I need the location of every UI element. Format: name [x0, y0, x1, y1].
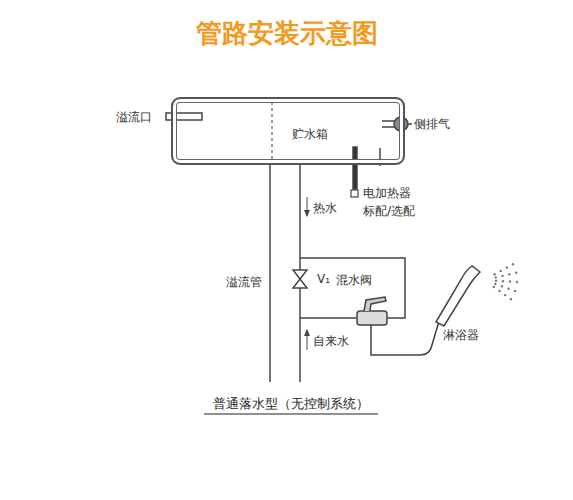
hot-branch — [300, 258, 405, 318]
water-tank: 贮水箱 — [171, 97, 405, 165]
spray-dot — [504, 294, 506, 296]
spray-dot — [506, 266, 508, 268]
spray-dot — [501, 285, 503, 287]
cold-pipe — [299, 288, 301, 382]
caption-underline — [204, 413, 378, 414]
heater-terminal — [351, 190, 358, 197]
spray-dot — [493, 273, 495, 275]
part-label: 标配/选配 — [363, 204, 415, 218]
spray-dot — [507, 287, 509, 289]
mixing-valve — [293, 270, 307, 279]
mixer-faucet — [357, 311, 387, 325]
part-label: 溢流管 — [226, 275, 262, 289]
tank-label: 贮水箱 — [289, 125, 331, 144]
spray-dot — [498, 290, 500, 292]
spray-dot — [499, 270, 501, 272]
cold-branch — [300, 317, 358, 319]
flow-label: 自来水 — [313, 334, 349, 348]
spray-dot — [502, 280, 504, 282]
spray-dot — [501, 275, 503, 277]
spray-dot — [508, 273, 510, 275]
exhaust-valve — [394, 117, 408, 131]
spray-dot — [494, 283, 496, 285]
shower-head — [436, 266, 480, 326]
spray-dot — [515, 272, 517, 274]
mixer-handle — [364, 297, 386, 311]
spray-dot — [514, 290, 516, 292]
part-label: 混水阀 — [336, 273, 372, 287]
part-label: 侧排气 — [414, 117, 450, 131]
part-label: 电加热器 — [363, 186, 411, 200]
diagram-title: 管路安装示意图 — [0, 18, 573, 49]
part-label: 淋浴器 — [443, 328, 479, 342]
spray-dot — [516, 281, 518, 283]
valve-id: V₁ — [317, 272, 330, 286]
hot-pipe — [299, 165, 301, 270]
spray-dot — [495, 276, 497, 278]
flow-arrow — [304, 329, 310, 336]
exhaust-valve — [408, 123, 412, 125]
shower-hose — [371, 318, 440, 355]
diagram-caption: 普通落水型（无控制系统） — [196, 396, 386, 412]
spray-dot — [509, 280, 511, 282]
spray-dot — [495, 280, 497, 282]
overflow-pipe — [269, 165, 271, 382]
spray-dot — [493, 286, 495, 288]
flow-label: 热水 — [313, 201, 337, 215]
water-spray — [493, 263, 519, 300]
part-label: 溢流口 — [116, 110, 152, 124]
heater-rod — [353, 147, 357, 189]
flow-arrow — [304, 210, 310, 217]
spray-dot — [512, 263, 514, 265]
mixing-valve — [293, 279, 307, 288]
center-line — [272, 102, 273, 161]
spray-dot — [510, 298, 512, 300]
